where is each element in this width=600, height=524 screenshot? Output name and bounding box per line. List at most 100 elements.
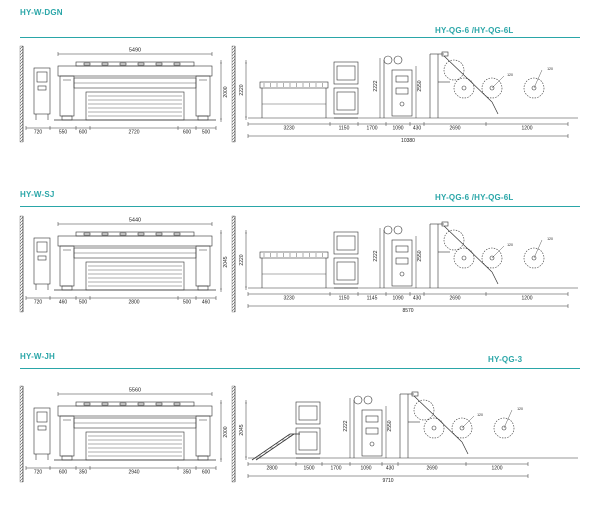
right-line-1-total-label: 8570: [402, 308, 413, 314]
right-line-2-roll-circle: [413, 399, 435, 421]
right-line-2-total-label: 9710: [382, 478, 393, 484]
left-machine-2-top-label: 5560: [129, 388, 141, 394]
left-machine-1-foot: [61, 285, 73, 291]
right-line-1-dim-chain-label-4: 430: [413, 296, 422, 302]
left-machine-1-foot: [197, 285, 209, 291]
right-line-1-cabinet-top-panel: [336, 235, 356, 251]
left-machine-0-head: [173, 62, 181, 66]
left-machine-0-height-label: 2000: [223, 86, 229, 97]
left-machine-2-bottom-dim-label-0: 720: [34, 470, 43, 476]
left-machine-2-foot: [197, 455, 209, 461]
right-line-2-roll-circle: [451, 417, 473, 439]
right-line-0-h2-label: 2550: [417, 80, 423, 91]
left-machine-0-head: [119, 62, 127, 66]
left-machine-0-left-column: [59, 75, 75, 117]
right-line-0-h1-label: 2222: [373, 80, 379, 91]
right-line-2-cutter-panel: [365, 427, 379, 435]
right-line-1-leader: [533, 239, 543, 259]
left-machine-2-gantry: [75, 401, 195, 407]
left-machine-2-wall-hatch: [19, 385, 24, 483]
left-machine-1-head: [137, 232, 145, 236]
right-line-0-dim-chain-label-4: 430: [413, 126, 422, 132]
right-line-1-feed-table: [259, 251, 329, 259]
right-line-2-dim-chain-label-0: 2800: [266, 466, 277, 472]
left-machine-0-head: [155, 62, 163, 66]
right-line-1-conveyor: [443, 225, 493, 273]
right-line-2-height-left-label: 2045: [239, 424, 245, 435]
left-machine-2-head: [137, 402, 145, 406]
right-line-2-top-roller: [363, 395, 373, 405]
right-line-0-wall-hatch: [231, 45, 236, 143]
right-line-1-top-roller: [393, 225, 403, 235]
left-machine-2-top-beam: [57, 405, 213, 417]
right-line-1-cabinet-bottom: [333, 257, 359, 285]
right-line-1-top-roller: [383, 225, 393, 235]
right-line-0-roll-hub: [461, 85, 467, 91]
left-machine-0-wall-hatch: [19, 45, 24, 143]
right-line-1-dim-chain-label-3: 1090: [392, 296, 403, 302]
section-3-left-title: HY-W-JH: [20, 352, 56, 361]
right-line-1-dim-chain-label-0: 3230: [283, 296, 294, 302]
right-line-0-top-roller: [393, 55, 403, 65]
right-line-1-wall-hatch: [231, 215, 236, 313]
left-machine-0-top-label: 5490: [129, 48, 141, 54]
left-machine-0-bottom-dim-label-1: 550: [59, 130, 68, 136]
left-machine-0-bottom-dim-label-2: 600: [79, 130, 88, 136]
left-machine-0-gantry: [75, 61, 195, 67]
section-1-right-title: HY-QG-6 /HY-QG-6L: [435, 26, 514, 35]
left-machine-2-left-column: [59, 415, 75, 457]
right-line-2-dim-chain-label-6: 1200: [491, 466, 502, 472]
left-machine-1-right-column: [195, 245, 211, 287]
left-machine-1-head: [83, 232, 91, 236]
right-line-1-height-left-label: 2220: [239, 254, 245, 265]
right-line-1-small-label-0: 120: [507, 243, 513, 247]
left-machine-0-head: [137, 62, 145, 66]
right-line-0-roll-circle: [453, 77, 475, 99]
left-machine-0-foot: [61, 115, 73, 121]
left-machine-1-control-cabinet: [33, 237, 51, 285]
left-machine-1-control-panel: [37, 255, 47, 261]
left-machine-1-bottom-dim-label-0: 720: [34, 300, 43, 306]
right-line-2-dim-chain-label-5: 2690: [426, 466, 437, 472]
left-machine-1-height-label: 2045: [223, 256, 229, 267]
left-machine-2-head: [155, 402, 163, 406]
left-machine-1-bottom-dim-label-5: 460: [202, 300, 211, 306]
right-line-0-cutter-panel: [395, 87, 409, 95]
right-line-2-cabinet-bottom-panel: [298, 431, 318, 451]
right-line-2-wall-hatch: [231, 385, 236, 483]
left-machine-1-head: [173, 232, 181, 236]
right-line-0-roll-circle: [523, 77, 545, 99]
right-line-2-roll-hub: [431, 425, 437, 431]
right-line-0-cabinet-bottom-panel: [336, 91, 356, 111]
left-machine-1-bottom-dim-label-3: 2800: [128, 300, 139, 306]
left-machine-0-head: [101, 62, 109, 66]
right-line-0-dim-chain-label-1: 1150: [339, 126, 350, 132]
right-line-2-conveyor: [413, 395, 463, 443]
right-line-2-cabinet-top-panel: [298, 405, 318, 421]
left-machine-1-top-beam: [57, 235, 213, 247]
right-line-1-dim-chain-label-2: 1145: [367, 296, 378, 302]
right-line-1-dim-chain-label-1: 1150: [339, 296, 350, 302]
right-line-1-roll-circle: [443, 229, 465, 251]
left-machine-2-control-cabinet: [33, 407, 51, 455]
right-line-1-small-label-1: 120: [547, 237, 553, 241]
left-machine-0-top-beam: [57, 65, 213, 77]
right-line-2-cabinet-top: [295, 401, 321, 425]
right-line-0-dim-chain-label-3: 1090: [392, 126, 403, 132]
section-3-rule: [20, 368, 580, 369]
right-line-2-cutter-knob: [369, 441, 375, 447]
right-line-2-small-label-0: 120: [477, 413, 483, 417]
right-line-2-cabinet-bottom: [295, 427, 321, 455]
right-line-2-roll-hub: [459, 425, 465, 431]
right-line-0-dim-chain-label-5: 2690: [449, 126, 460, 132]
right-line-1-cutter-knob: [399, 271, 405, 277]
left-machine-0-bottom-dim-label-5: 500: [202, 130, 211, 136]
right-line-1-cutter-panel: [395, 245, 409, 253]
right-line-0-height-left-label: 2220: [239, 84, 245, 95]
right-line-1-roll-hub: [461, 255, 467, 261]
section-3-right-title: HY-QG-3: [488, 355, 523, 364]
right-line-2-cutter-panel: [365, 415, 379, 423]
right-line-0-small-label-0: 120: [507, 73, 513, 77]
right-line-1-roll-circle: [481, 247, 503, 269]
